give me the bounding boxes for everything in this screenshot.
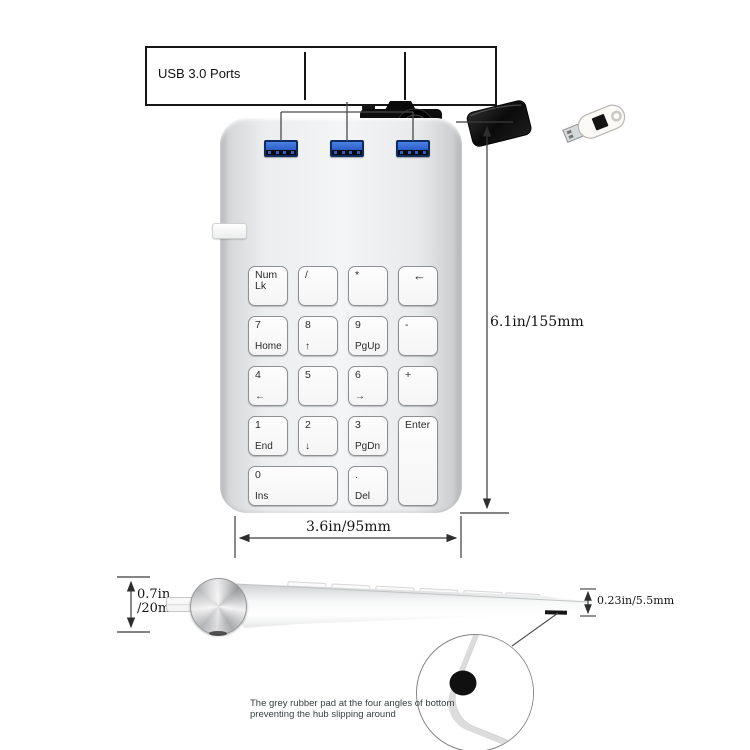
inset-leader-line [511,612,559,647]
height-dimension-label: 6.1in/155mm [490,314,584,330]
side-barrel-end [190,578,247,635]
key-plus: + [398,366,438,406]
edge-thickness-label: 0.23in/5.5mm [597,594,675,607]
key-8-up: 8↑ [298,316,338,356]
box-divider [304,52,306,100]
usb3-port-2 [330,140,364,157]
usb-pins [398,149,428,155]
portable-hard-drive-icon [466,100,532,147]
front-thickness-label: 0.7in /20mm [137,587,183,616]
rubber-pad-dot [449,670,477,696]
barrel-foot-shadow [209,631,227,636]
key-4-left: 4← [248,366,288,406]
key-multiply: * [348,266,388,306]
side-keycap-bumps [287,581,541,601]
usb-devices-box: USB 3.0 Ports [145,46,626,148]
side-body-wedge [233,584,589,628]
key-divide: / [298,266,338,306]
usb-tongue [266,142,296,150]
usb-pins [266,149,296,155]
key-backspace: ← [398,266,438,306]
usb-pins [332,149,362,155]
edge-thickness-dimension-lines [580,588,596,617]
cable-tab [212,223,247,239]
rubber-pad-inset-circle [416,634,534,750]
width-dimension-label: 3.6in/95mm [306,519,391,535]
key-2-down: 2↓ [298,416,338,456]
key-minus: - [398,316,438,356]
usb-flash-drive-icon [562,104,626,143]
key-dot-del: .Del [348,466,388,506]
key-6-right: 6→ [348,366,388,406]
usb3-port-3 [396,140,430,157]
usb3-port-1 [264,140,298,157]
box-divider [404,52,406,100]
usb-ports-label: USB 3.0 Ports [158,66,241,81]
key-numlock: Num Lk [248,266,288,306]
usb-tongue [398,142,428,150]
side-rubber-pad [544,610,568,615]
rubber-pad-caption: The grey rubber pad at the four angles o… [250,698,455,720]
keypad-corner-closeup [448,635,533,750]
key-enter: Enter [398,416,438,506]
usb-tongue [332,142,362,150]
key-5: 5 [298,366,338,406]
